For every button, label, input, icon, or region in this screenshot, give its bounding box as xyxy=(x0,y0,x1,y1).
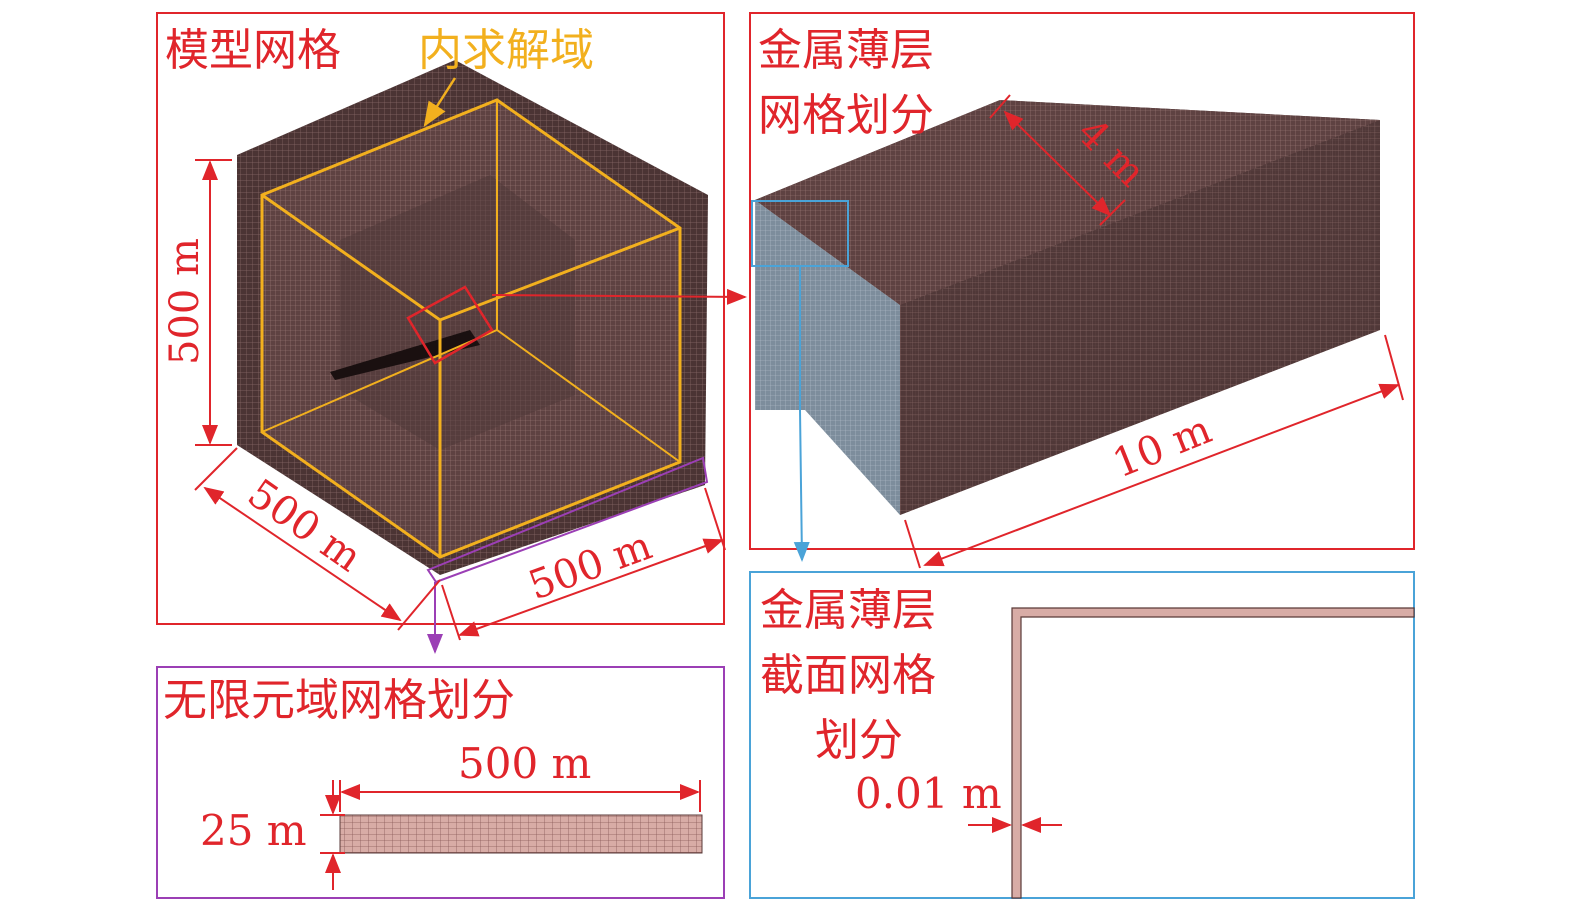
panel-infinite-mesh: 无限元域网格划分 500 m 25 m xyxy=(156,666,725,899)
panel-section-mesh: 金属薄层 截面网格 划分 0.01 m xyxy=(749,571,1415,899)
section-arrow xyxy=(793,266,810,562)
mesh-cube xyxy=(237,60,708,575)
infinite-region-box xyxy=(426,456,709,584)
panel-title-line1: 金属薄层 xyxy=(760,585,936,636)
panel-border xyxy=(156,666,725,899)
dim-thickness-label: 0.01 m xyxy=(855,769,1002,818)
panel-title-line2: 截面网格 xyxy=(760,650,936,701)
model-core-shadow xyxy=(330,330,480,380)
thin-dimension-lines xyxy=(904,94,1404,569)
panel-title-line3: 划分 xyxy=(815,715,903,766)
dimension-lines xyxy=(194,159,726,641)
panel-title: 无限元域网格划分 xyxy=(163,675,515,726)
zoom-region-box xyxy=(406,285,494,365)
inner-label-arrow xyxy=(423,77,457,128)
inner-domain-label: 内求解域 xyxy=(418,25,594,76)
panel-model-mesh: 模型网格 内求解域 500 m 500 m 500 m xyxy=(156,12,747,654)
dim-height-label: 500 m xyxy=(162,238,208,365)
panel-title-line2: 网格划分 xyxy=(758,90,934,141)
panel-title: 模型网格 xyxy=(165,25,341,76)
panel-border xyxy=(156,12,725,625)
dim-thickness-label: 25 m xyxy=(200,806,307,855)
panel-thin-layer-mesh: 金属薄层 网格划分 4 m 10 m xyxy=(749,12,1415,569)
dim-length-label: 500 m xyxy=(458,739,591,788)
thin-layer-shell xyxy=(755,100,1380,515)
panel-title-line1: 金属薄层 xyxy=(758,25,934,76)
panel-border xyxy=(749,571,1415,899)
infinite-mesh-strip xyxy=(339,814,703,854)
zoom-arrow xyxy=(491,288,747,305)
infinite-dimension-lines xyxy=(320,780,701,890)
section-layer xyxy=(1011,607,1415,899)
inner-domain-box xyxy=(260,98,682,559)
